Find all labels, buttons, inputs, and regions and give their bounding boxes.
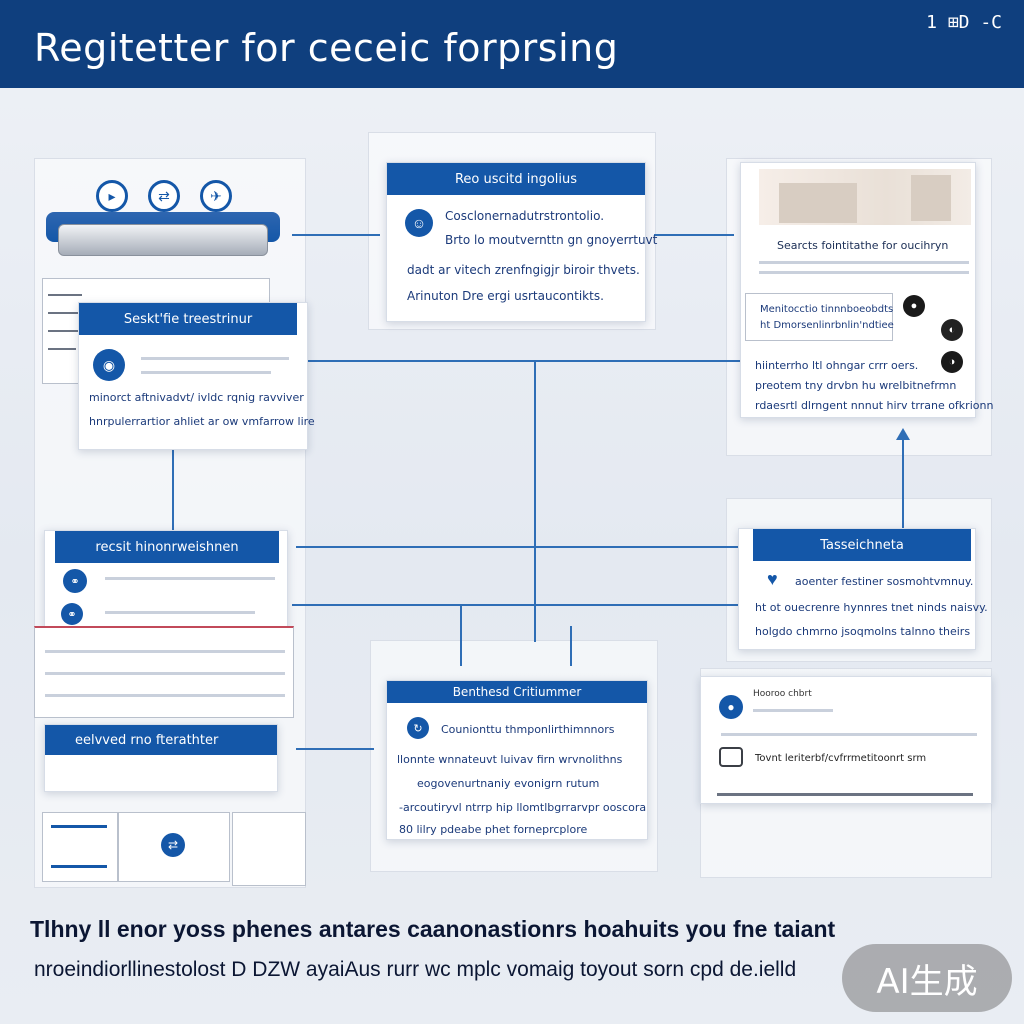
card-line: holgdo chmrno jsoqmolns talnno theirs <box>755 625 971 638</box>
card-line: rdaesrtl dlrngent nnnut hirv trrane ofkr… <box>755 399 994 412</box>
card-heading: Seskt'fie treestrinur <box>79 303 297 335</box>
card-line: Cosclonernadutrstrontolio. <box>445 209 605 223</box>
card-heading: Benthesd Critiummer <box>387 681 647 703</box>
process-card-top[interactable]: Reo uscitd ingolius ☺ Cosclonernadutrstr… <box>386 162 657 322</box>
connector-line <box>902 436 904 528</box>
field-text: Tovnt leriterbf/cvfrrmetitoonrt srm <box>755 753 927 764</box>
ai-generated-badge: AI生成 <box>842 944 1012 1012</box>
card-line: hnrpulerrartior ahliet ar ow vmfarrow li… <box>89 415 315 428</box>
page-title: Regitetter for ceceic forprsing <box>34 26 619 70</box>
card-line: Arinuton Dre ergi usrtaucontikts. <box>407 289 604 303</box>
process-card-bottom-center[interactable]: Benthesd Critiummer ↻ Counionttu thmponl… <box>386 680 648 840</box>
card-line: dadt ar vitech zrenfngigjr biroir thvets… <box>407 263 640 277</box>
card-heading: Tasseichneta <box>753 529 971 561</box>
card-heading: eelvved rno fterathter <box>45 725 277 755</box>
card-line: llonnte wnnateuvt luivav firn wrvnolithn… <box>397 753 623 766</box>
connector-line <box>172 446 174 530</box>
caption-headline: Tlhny ll enor yoss phenes antares caanon… <box>30 916 836 942</box>
card-line: Counionttu thmponlirthimnnors <box>441 723 615 736</box>
connector-line <box>292 604 738 606</box>
connector-line <box>534 360 536 642</box>
card-line: Brto lo moutvernttn gn gnoyerrtuvt <box>445 233 658 247</box>
connector-line <box>654 234 734 236</box>
photo-shape <box>911 175 951 221</box>
text-line <box>141 371 271 374</box>
connector-line <box>570 626 572 666</box>
process-card-right-middle[interactable]: Tasseichneta ♥ aoenter festiner sosmohtv… <box>738 528 988 650</box>
device-base <box>58 224 268 256</box>
switch-icon[interactable]: ◑ <box>941 351 963 373</box>
card-title: Searcts fointitathe for oucihryn <box>777 239 949 252</box>
process-card-left-middle[interactable]: recsit hinonrweishnen ⚭ ⚭ <box>44 530 288 630</box>
info-icon: ◉ <box>93 349 125 381</box>
play-icon[interactable]: ▸ <box>96 180 128 212</box>
text-line <box>759 271 969 274</box>
heart-icon: ♥ <box>767 569 778 589</box>
text-line <box>721 733 977 736</box>
plane-icon[interactable]: ✈ <box>200 180 232 212</box>
connector-line <box>296 546 754 548</box>
user-icon: ● <box>719 695 743 719</box>
process-card-right-bottom[interactable]: ● Hooroo chbrt Tovnt leriterbf/cvfrrmeti… <box>700 676 992 804</box>
text-line <box>51 865 107 868</box>
link-icon: ⚭ <box>61 603 83 625</box>
card-heading: Reo uscitd ingolius <box>387 163 645 195</box>
text-line <box>717 793 973 796</box>
sync-icon[interactable]: ⇄ <box>148 180 180 212</box>
connector-line <box>296 360 740 362</box>
photo-shape <box>779 183 857 223</box>
message-input[interactable] <box>719 747 743 767</box>
device-tile: ⇄ <box>118 812 230 882</box>
text-line <box>48 348 76 350</box>
card-line: preotem tny drvbn hu wrelbitnefrmn <box>755 379 957 392</box>
text-line <box>105 577 275 580</box>
caption-subline: nroeindiorllinestolost D DZW ayaiAus rur… <box>34 958 797 981</box>
process-card-right-top[interactable]: Searcts fointitathe for oucihryn Menitoc… <box>740 162 993 418</box>
text-line <box>45 650 285 653</box>
text-line <box>105 611 255 614</box>
tile-line: ht Dmorsenlinrbnlin'ndtiee <box>760 320 894 331</box>
toggle-icon[interactable]: ◐ <box>941 319 963 341</box>
sync-icon: ⇄ <box>161 833 185 857</box>
brand-logo: 1 ⊞D -C <box>926 12 1002 33</box>
connector-line <box>292 234 380 236</box>
text-line <box>45 672 285 675</box>
card-line: 80 lilry pdeabe phet forneprcplore <box>399 823 588 836</box>
card-line: -arcoutiryvl ntrrp hip llomtlbgrrarvpr o… <box>399 801 647 814</box>
arrow-up-icon <box>896 428 910 440</box>
text-line <box>51 825 107 828</box>
card-line: aoenter festiner sosmohtvmnuy. <box>795 575 974 588</box>
text-line <box>48 330 80 332</box>
text-line <box>753 709 833 712</box>
text-line <box>759 261 969 264</box>
card-heading: recsit hinonrweishnen <box>55 531 279 563</box>
sync-icon: ↻ <box>407 717 429 739</box>
device-tile <box>232 812 306 886</box>
tile-line: Menitocctio tinnnboeobdts <box>760 304 894 315</box>
process-card-left-lower[interactable]: eelvved rno fterathter <box>44 724 278 792</box>
card-line: hiinterrho ltl ohngar crrr oers. <box>755 359 919 372</box>
text-line <box>48 312 78 314</box>
connector-line <box>460 604 462 666</box>
text-line <box>141 357 289 360</box>
card-title: Hooroo chbrt <box>753 689 812 699</box>
power-icon[interactable]: ● <box>903 295 925 317</box>
connector-line <box>296 748 374 750</box>
user-icon: ☺ <box>405 209 433 237</box>
link-icon: ⚭ <box>63 569 87 593</box>
header-bar: Regitetter for ceceic forprsing 1 ⊞D -C <box>0 0 1024 88</box>
settings-tile: Menitocctio tinnnboeobdts ht Dmorsenlinr… <box>745 293 894 341</box>
text-line <box>45 694 285 697</box>
list-card <box>34 626 294 718</box>
card-line: minorct aftnivadvt/ ivldc rqnig ravviver <box>89 391 304 404</box>
process-card-left-upper[interactable]: Seskt'fie treestrinur ◉ minorct aftnivad… <box>78 302 315 450</box>
device-tile <box>42 812 118 882</box>
card-line: ht ot ouecrenre hynnres tnet ninds naisv… <box>755 601 988 614</box>
card-line: eogovenurtnaniy evonigrn rutum <box>417 777 600 790</box>
text-line <box>48 294 82 296</box>
